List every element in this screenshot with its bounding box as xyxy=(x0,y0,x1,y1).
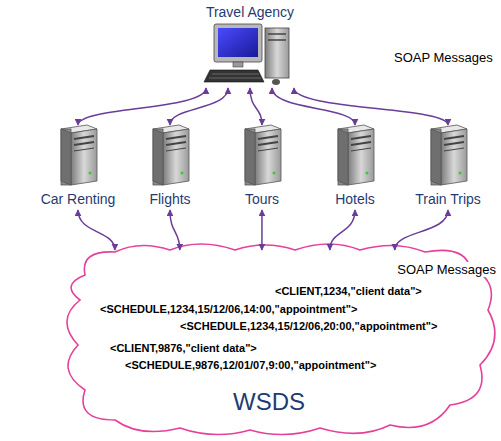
computer-node: Travel Agency xyxy=(195,2,305,88)
protocol-label: SOAP Messages xyxy=(395,262,498,277)
server-node: Train Trips xyxy=(403,125,493,210)
store-name: WSDS xyxy=(233,388,305,416)
tuple-text: <CLIENT,1234,"client data"> xyxy=(275,285,422,297)
message-arrow xyxy=(395,210,448,250)
tuple-text: <SCHEDULE,1234,15/12/06,20:00,"appointme… xyxy=(180,320,437,332)
node-label: Train Trips xyxy=(403,191,493,207)
message-arrow xyxy=(78,88,206,125)
server-node: Tours xyxy=(217,125,307,210)
protocol-label: SOAP Messages xyxy=(392,50,495,65)
node-label: Hotels xyxy=(310,191,400,207)
node-label: Flights xyxy=(125,191,215,207)
cloud-node: <CLIENT,1234,"client data"> <SCHEDULE,123… xyxy=(65,250,495,432)
server-node: Car Renting xyxy=(33,125,123,210)
node-label: Car Renting xyxy=(33,191,123,207)
tuple-text: <SCHEDULE,1234,15/12/06,14:00,"appointme… xyxy=(100,303,357,315)
message-arrow xyxy=(250,88,262,125)
tuple-text: <SCHEDULE,9876,12/01/07,9:00,"appointmen… xyxy=(125,359,376,371)
message-arrow xyxy=(330,210,355,250)
message-arrow xyxy=(261,210,263,250)
node-label: Tours xyxy=(217,191,307,207)
server-node: Flights xyxy=(125,125,215,210)
tuple-text: <CLIENT,9876,"client data"> xyxy=(110,342,257,354)
server-node: Hotels xyxy=(310,125,400,210)
message-arrow xyxy=(272,88,355,125)
message-arrow xyxy=(170,88,228,125)
message-arrow xyxy=(78,210,115,250)
message-arrow xyxy=(294,88,448,125)
message-arrow xyxy=(170,210,180,250)
node-label: Travel Agency xyxy=(195,4,305,20)
computer-icon xyxy=(204,24,289,85)
server-icons xyxy=(61,125,467,185)
